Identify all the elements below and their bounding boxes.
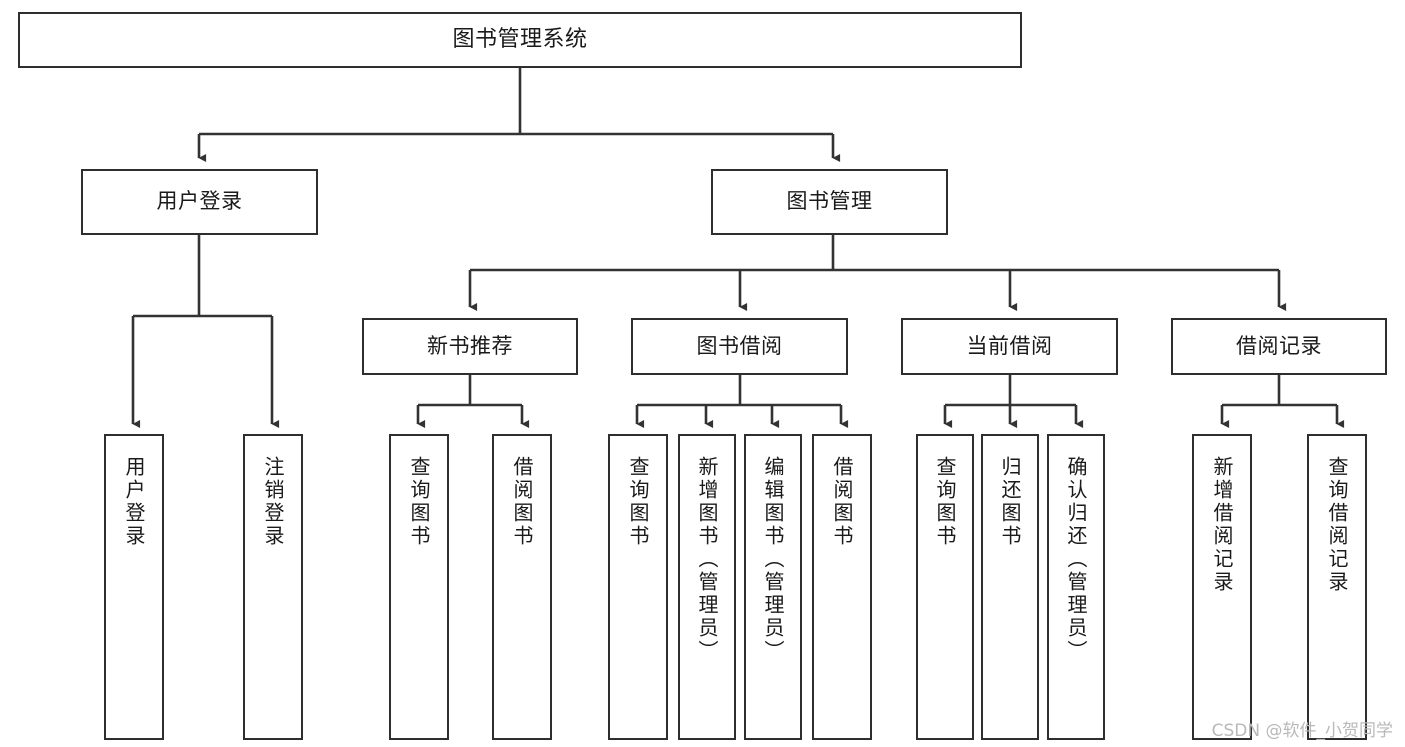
node-book-borrow[interactable]: 图书借阅 [631, 318, 848, 375]
node-root-system[interactable]: 图书管理系统 [18, 12, 1022, 68]
leaf-user-login-logout[interactable]: 注销登录 [243, 434, 303, 740]
node-label: 用户登录 [156, 189, 243, 214]
leaf-current-borrow-return-book[interactable]: 归还图书 [981, 434, 1039, 740]
leaf-book-borrow-query-book[interactable]: 查询图书 [608, 434, 668, 740]
node-label: 注销登录 [261, 456, 285, 548]
leaf-current-borrow-query-book[interactable]: 查询图书 [916, 434, 974, 740]
leaf-current-borrow-confirm-return-admin[interactable]: 确认归还（管理员） [1047, 434, 1105, 740]
leaf-book-borrow-add-book-admin[interactable]: 新增图书（管理员） [678, 434, 736, 740]
node-label: 借阅记录 [1236, 333, 1322, 358]
node-label: 借阅图书 [510, 456, 534, 548]
node-label: 图书借阅 [696, 333, 783, 358]
node-label: 当前借阅 [966, 333, 1053, 358]
leaf-book-borrow-edit-book-admin[interactable]: 编辑图书（管理员） [744, 434, 802, 740]
node-label: 查询借阅记录 [1325, 456, 1349, 594]
node-label: 借阅图书 [830, 456, 854, 548]
node-new-book-recommend[interactable]: 新书推荐 [362, 318, 578, 375]
node-current-borrow[interactable]: 当前借阅 [901, 318, 1118, 375]
node-book-management[interactable]: 图书管理 [711, 169, 948, 235]
leaf-borrow-record-add-record[interactable]: 新增借阅记录 [1192, 434, 1252, 740]
leaf-book-borrow-borrow-book[interactable]: 借阅图书 [812, 434, 872, 740]
node-borrow-record[interactable]: 借阅记录 [1171, 318, 1387, 375]
node-user-login[interactable]: 用户登录 [81, 169, 318, 235]
node-label: 查询图书 [933, 456, 957, 548]
node-label: 图书管理系统 [452, 26, 588, 52]
watermark-text: CSDN @软件_小贺同学 [1211, 721, 1393, 741]
leaf-user-login-login[interactable]: 用户登录 [104, 434, 164, 740]
leaf-new-book-query-book[interactable]: 查询图书 [389, 434, 449, 740]
leaf-borrow-record-query-record[interactable]: 查询借阅记录 [1307, 434, 1367, 740]
node-label: 新增借阅记录 [1210, 456, 1234, 594]
node-label: 查询图书 [407, 456, 431, 548]
node-label: 用户登录 [122, 456, 146, 548]
node-label: 编辑图书（管理员） [761, 456, 785, 663]
node-label: 归还图书 [998, 456, 1022, 548]
node-label: 确认归还（管理员） [1064, 456, 1088, 663]
node-label: 图书管理 [786, 189, 873, 214]
node-label: 查询图书 [626, 456, 650, 548]
leaf-new-book-borrow-book[interactable]: 借阅图书 [492, 434, 552, 740]
node-label: 新书推荐 [427, 333, 513, 358]
node-label: 新增图书（管理员） [695, 456, 719, 663]
